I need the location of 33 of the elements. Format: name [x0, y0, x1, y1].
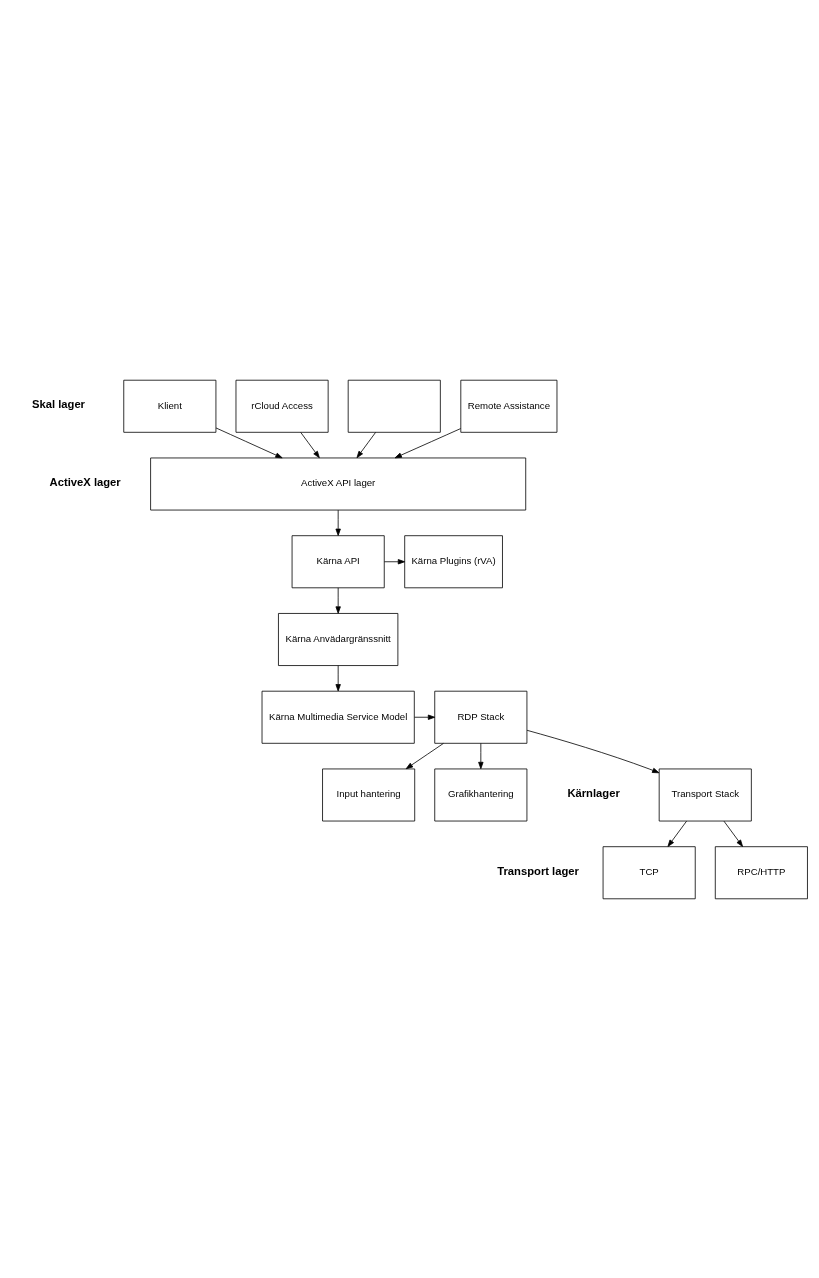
arrow — [215, 427, 283, 458]
node-box: Klient — [123, 379, 217, 433]
node-box: RDP Stack — [434, 690, 528, 744]
label: Transport lager — [497, 864, 579, 877]
arrow — [414, 714, 436, 720]
node-box: Grafikhantering — [434, 768, 528, 821]
node-box: Input hantering — [322, 768, 416, 821]
node-box: Kärna Multimedia Service Model — [261, 690, 415, 744]
arrow — [335, 664, 341, 691]
arrow — [384, 558, 406, 564]
arrow — [394, 427, 462, 458]
label: ActiveX lager — [49, 475, 121, 488]
arrow — [356, 431, 376, 458]
node-box: RPC/HTTP — [714, 845, 808, 899]
node-box: Remote Assistance — [460, 379, 558, 433]
node-box — [347, 379, 441, 433]
node-box: TCP — [602, 845, 696, 899]
arrow — [335, 587, 341, 614]
arrow — [478, 742, 484, 769]
label: Kärnlager — [567, 786, 620, 799]
arrow — [405, 742, 444, 769]
node-box: Transport Stack — [658, 768, 752, 821]
arrow — [335, 509, 341, 536]
node-box: rCloud Access — [235, 379, 329, 433]
node-box: Kärna API — [291, 534, 385, 588]
label: Skal lager — [31, 397, 85, 410]
arrow — [667, 820, 687, 847]
node-box: Kärna Anvädargränssnitt — [278, 612, 399, 666]
arrow — [526, 729, 660, 773]
arrow — [723, 820, 743, 847]
arrow — [300, 431, 320, 458]
node-box: Kärna Plugins (rVA) — [404, 534, 503, 588]
node-box: ActiveX API lager — [150, 457, 527, 510]
